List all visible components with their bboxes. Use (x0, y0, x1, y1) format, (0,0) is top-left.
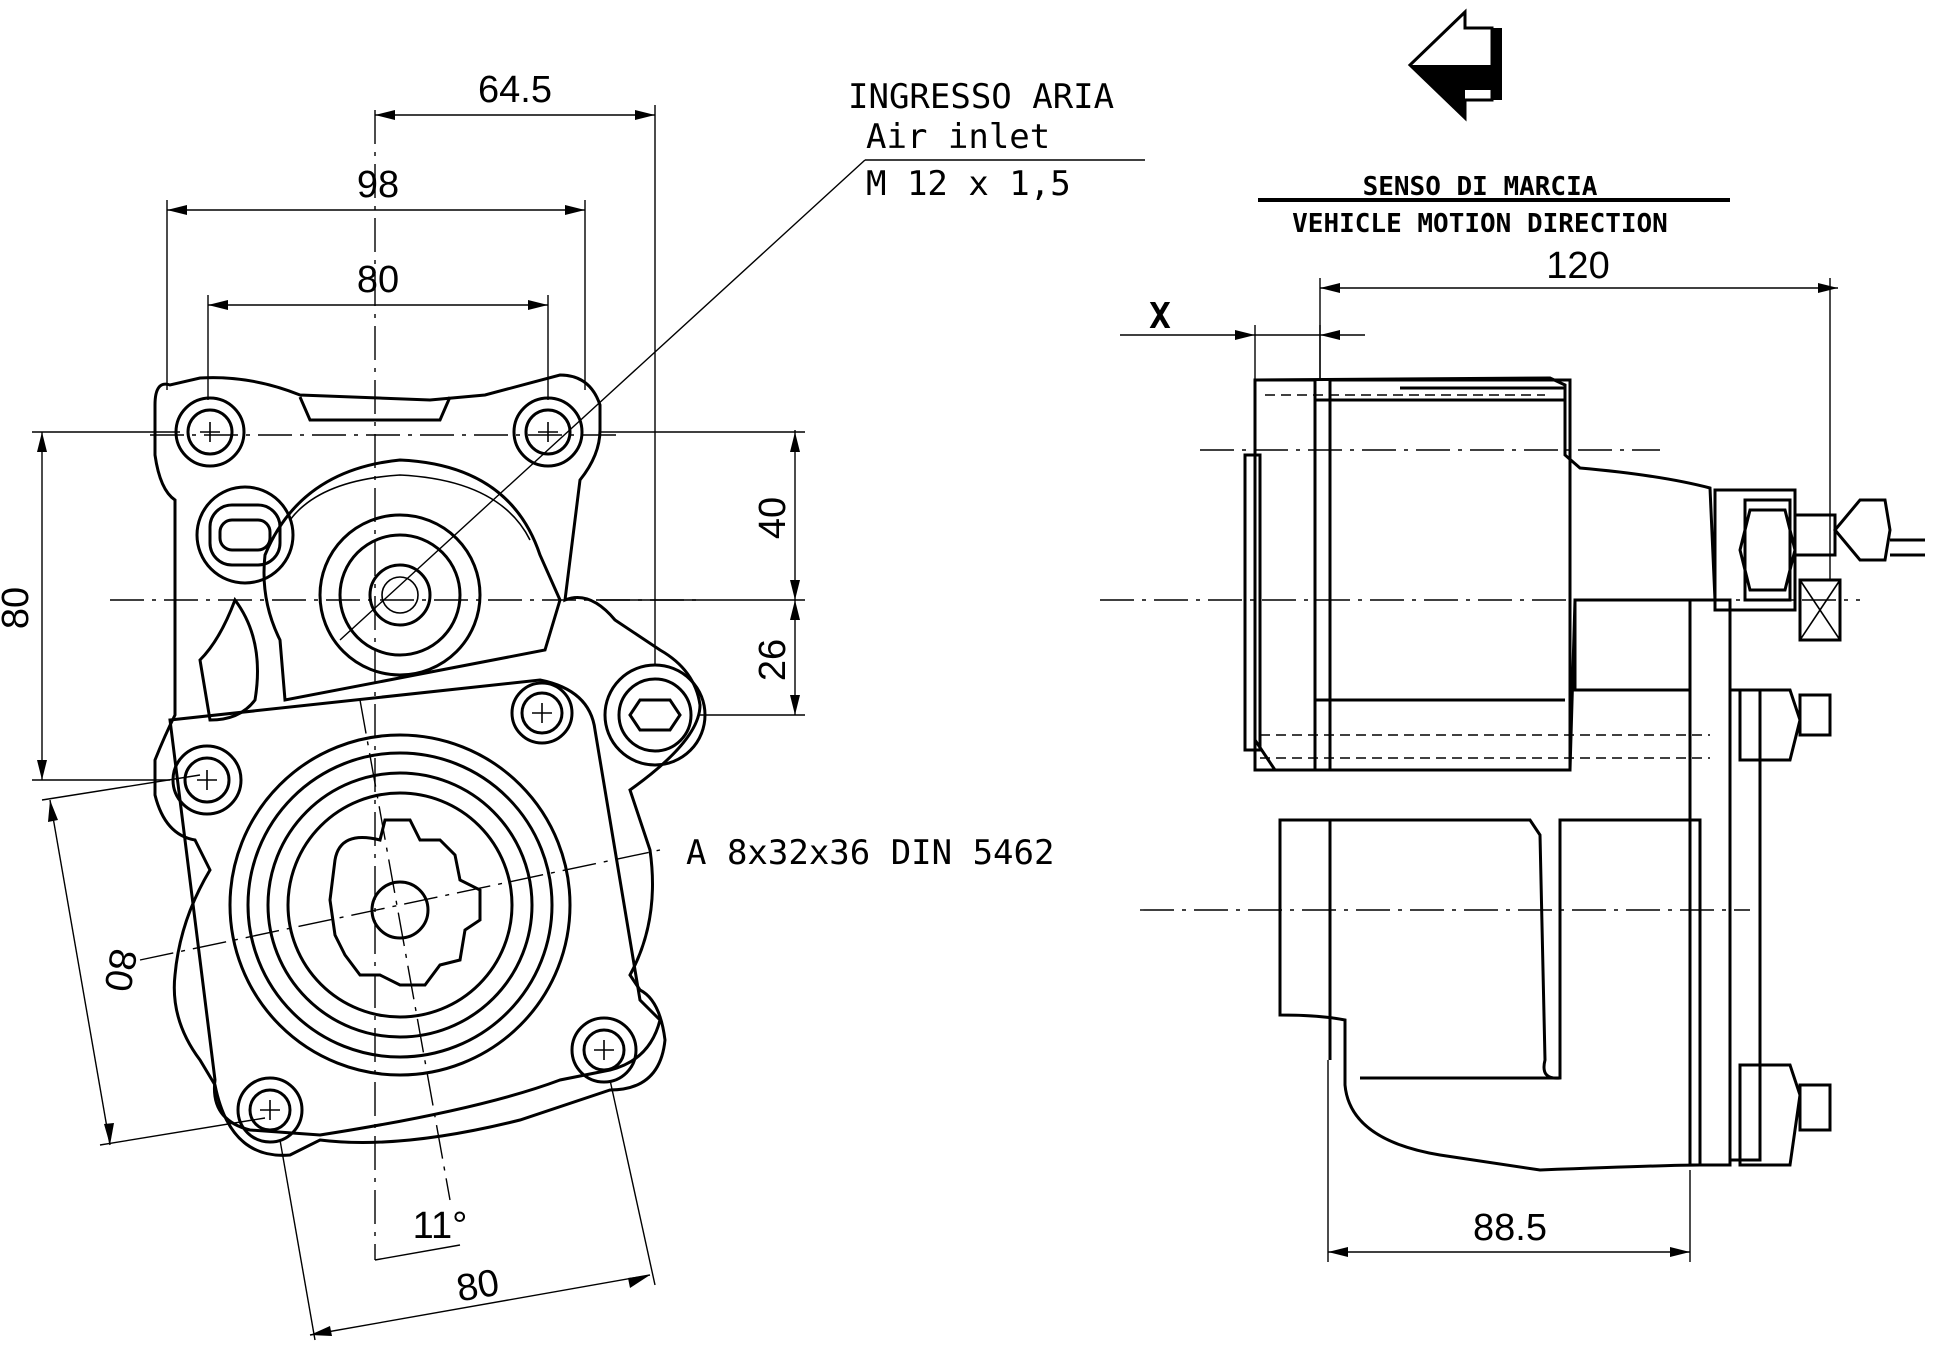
dim-80-top: 80 (357, 259, 399, 301)
dim-x: X (1149, 296, 1171, 337)
side-view (1100, 376, 1925, 1172)
dim-80-diag: 80 (95, 946, 144, 995)
front-view (110, 110, 707, 1260)
dim-26: 26 (752, 639, 794, 681)
air-inlet-note: INGRESSO ARIA Air inlet M 12 x 1,5 (848, 77, 1145, 204)
air-inlet-label-en: Air inlet (866, 117, 1050, 157)
dim-64-5: 64.5 (478, 69, 552, 111)
dim-80-bottom: 80 (453, 1262, 502, 1311)
dim-40: 40 (752, 497, 794, 539)
dim-120: 120 (1546, 245, 1609, 287)
spline-spec: A 8x32x36 DIN 5462 (686, 833, 1054, 873)
dim-80-left: 80 (0, 587, 37, 629)
air-inlet-label-it: INGRESSO ARIA (848, 77, 1114, 117)
dim-98: 98 (357, 164, 399, 206)
dim-88-5: 88.5 (1473, 1207, 1547, 1249)
side-view-dimensions: X 120 88.5 (1120, 245, 1838, 1262)
air-inlet-thread: M 12 x 1,5 (866, 164, 1071, 204)
front-view-dimensions: 64.5 98 80 80 40 26 (0, 69, 866, 1341)
direction-label-it: SENSO DI MARCIA (1363, 172, 1598, 202)
direction-arrow-icon (1407, 8, 1502, 122)
dim-11-deg: 11° (413, 1205, 468, 1247)
direction-label-en: VEHICLE MOTION DIRECTION (1292, 209, 1668, 239)
